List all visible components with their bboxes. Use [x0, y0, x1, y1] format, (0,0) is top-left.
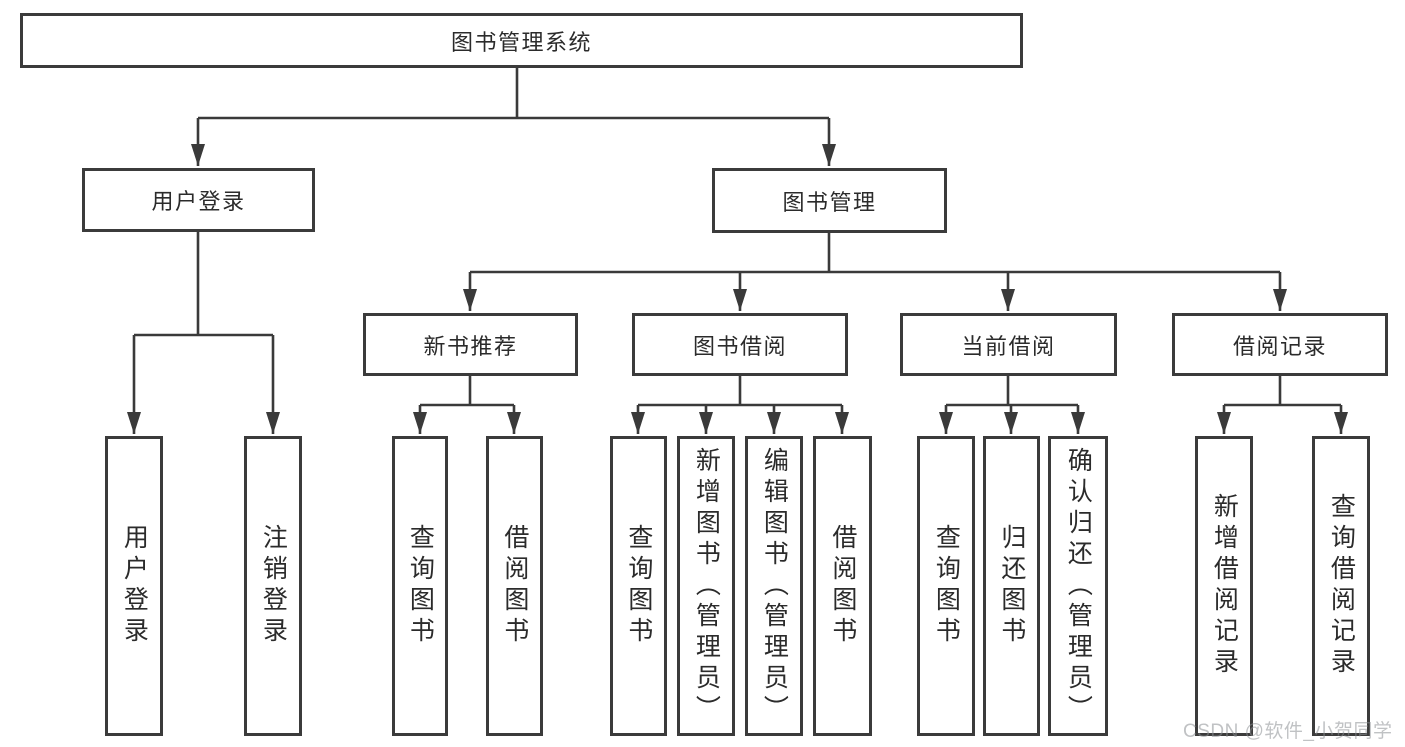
node-bb-add-book-admin: 新增图书（管理员） [677, 436, 735, 736]
node-nbr-borrow-book: 借阅图书 [486, 436, 543, 736]
node-book-borrow-label: 图书借阅 [692, 333, 787, 359]
node-bb-edit-book-admin-label: 编辑图书（管理员） [760, 446, 789, 726]
node-user-login-label: 用户登录 [151, 189, 246, 214]
node-nbr-borrow-book-label: 借阅图书 [500, 524, 529, 648]
node-br-add-record: 新增借阅记录 [1195, 436, 1253, 736]
node-bb-query-book: 查询图书 [610, 436, 667, 736]
node-borrow-record-label: 借阅记录 [1232, 333, 1327, 359]
node-br-add-record-label: 新增借阅记录 [1210, 493, 1239, 679]
node-cb-return-book: 归还图书 [983, 436, 1040, 736]
node-cb-confirm-return-admin: 确认归还（管理员） [1048, 436, 1108, 736]
node-user-login-action-label: 用户登录 [120, 524, 149, 648]
node-cb-query-book-label: 查询图书 [932, 524, 961, 648]
node-book-mgmt-label: 图书管理 [782, 189, 877, 215]
node-bb-borrow-book-label: 借阅图书 [828, 524, 857, 648]
node-br-query-record: 查询借阅记录 [1312, 436, 1370, 736]
watermark: CSDN @软件_小贺同学 [1183, 721, 1393, 742]
node-user-login-action: 用户登录 [105, 436, 163, 736]
node-book-mgmt: 图书管理 [712, 168, 947, 233]
node-user-login: 用户登录 [82, 168, 315, 232]
node-new-book-rec-label: 新书推荐 [423, 333, 518, 359]
node-logout: 注销登录 [244, 436, 302, 736]
node-bb-add-book-admin-label: 新增图书（管理员） [692, 446, 721, 726]
node-cb-confirm-return-admin-label: 确认归还（管理员） [1064, 446, 1093, 726]
node-book-borrow: 图书借阅 [632, 313, 848, 376]
node-nbr-query-book-label: 查询图书 [406, 524, 435, 648]
node-bb-query-book-label: 查询图书 [624, 524, 653, 648]
node-br-query-record-label: 查询借阅记录 [1327, 493, 1356, 679]
node-new-book-rec: 新书推荐 [363, 313, 578, 376]
node-bb-edit-book-admin: 编辑图书（管理员） [745, 436, 803, 736]
node-cb-query-book: 查询图书 [917, 436, 975, 736]
node-current-borrow: 当前借阅 [900, 313, 1117, 376]
node-root-label: 图书管理系统 [450, 29, 592, 55]
node-root: 图书管理系统 [20, 13, 1023, 68]
node-cb-return-book-label: 归还图书 [997, 524, 1026, 648]
node-current-borrow-label: 当前借阅 [961, 333, 1056, 359]
node-logout-label: 注销登录 [259, 524, 288, 648]
node-bb-borrow-book: 借阅图书 [813, 436, 872, 736]
node-nbr-query-book: 查询图书 [392, 436, 448, 736]
node-borrow-record: 借阅记录 [1172, 313, 1388, 376]
